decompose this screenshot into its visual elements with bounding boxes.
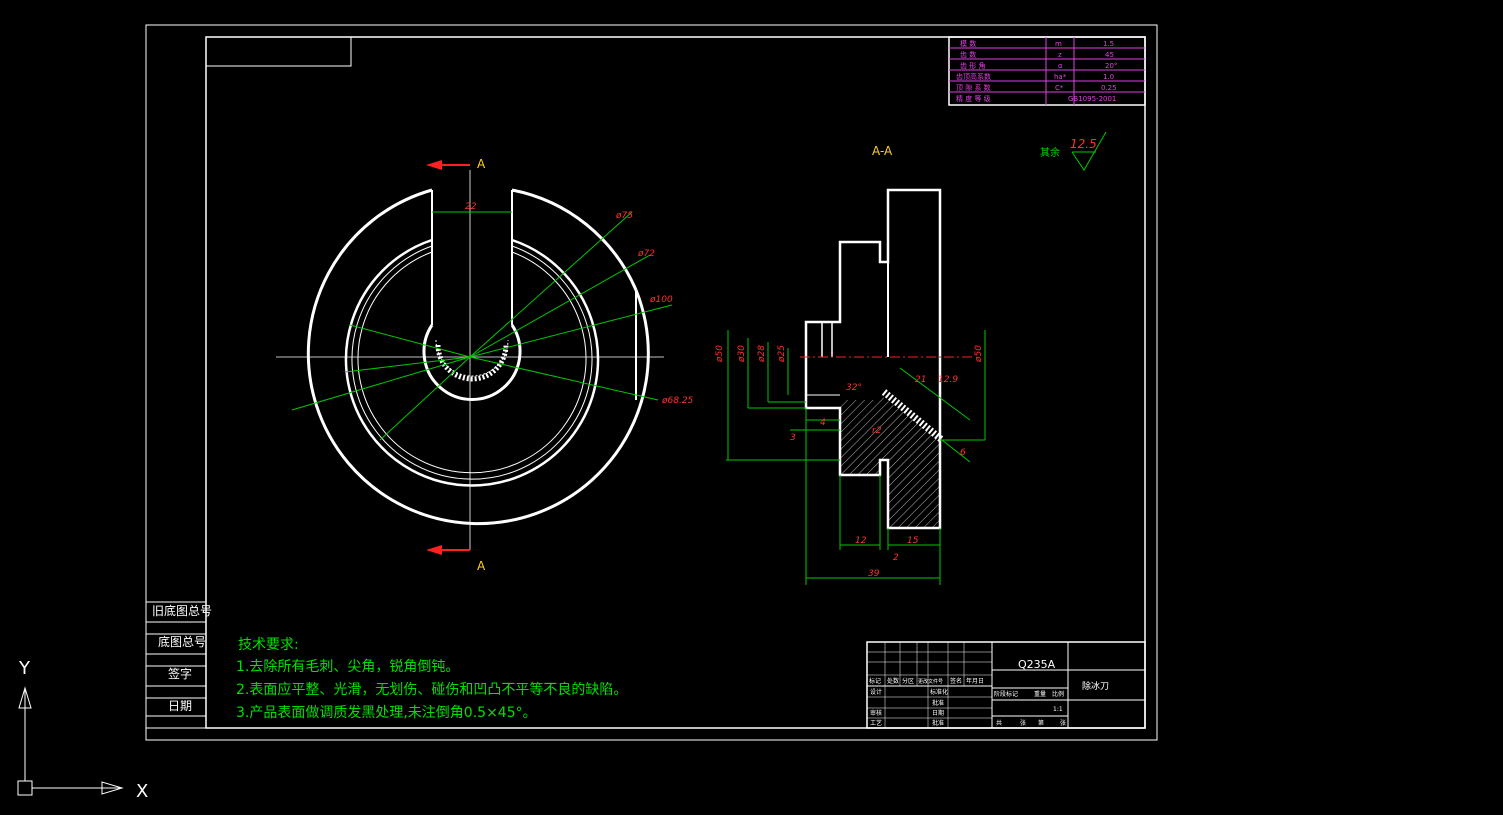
- param-name-2: 齿 形 角: [960, 61, 985, 70]
- section-mark-top: A: [477, 157, 486, 171]
- stamp-1: 底图总号: [158, 634, 206, 649]
- ucs-x: X: [136, 781, 148, 802]
- stamp-3: 日期: [168, 699, 192, 713]
- param-val-1: 45: [1105, 51, 1114, 59]
- roughness-symbol: 其余 12.5: [1040, 131, 1107, 171]
- param-sym-0: m: [1055, 40, 1062, 48]
- tb-row-1: 处数: [887, 677, 899, 685]
- dim-22: 22: [465, 202, 477, 212]
- tb-sheet-1: 张: [1020, 719, 1026, 727]
- tb-sheet-3: 张: [1060, 719, 1066, 727]
- tb-scale: 1:1: [1053, 706, 1063, 713]
- dim-6: 6: [960, 448, 966, 458]
- tb-left-0: 设计: [870, 688, 882, 696]
- dim-d28: ø28: [757, 345, 767, 363]
- dim-72: ø72: [637, 249, 655, 259]
- tb-row-5: 年月日: [966, 677, 984, 685]
- dim-2: 2: [893, 553, 899, 563]
- dim-d50-left: ø50: [715, 345, 725, 363]
- dim-d25: ø25: [777, 345, 787, 363]
- tech-item-3: 3.产品表面做调质发黑处理,未注倒角0.5×45°。: [236, 705, 537, 721]
- tb-mid-3: 批准: [932, 719, 944, 727]
- param-sym-2: α: [1058, 62, 1063, 70]
- left-stamps: 旧底图总号 底图总号 签字 日期: [145, 601, 212, 729]
- dim-angle: 32°: [846, 383, 862, 393]
- dim-100: ø100: [649, 295, 673, 305]
- dim-12-9: 12.9: [938, 375, 958, 385]
- ucs-icon: Y X: [17, 658, 148, 802]
- dim-4: 4: [820, 418, 826, 428]
- dim-12: 12: [855, 536, 867, 546]
- param-name-4: 顶 隙 系 数: [956, 83, 991, 92]
- tb-left-1: 审核: [870, 709, 882, 717]
- dim-d50-right: ø50: [974, 345, 984, 363]
- tb-sheet-2: 第: [1038, 719, 1044, 727]
- tb-mid-2: 日期: [932, 709, 944, 717]
- stamp-0: 旧底图总号: [152, 603, 212, 618]
- dim-15: 15: [907, 536, 919, 546]
- section-mark-bottom: A: [477, 559, 486, 573]
- tb-row-2: 分区: [902, 677, 914, 685]
- dim-3: 3: [790, 433, 796, 443]
- dim-r: r2: [872, 426, 882, 436]
- param-sym-4: C*: [1055, 84, 1064, 92]
- params-table: 模 数 m 1.5 齿 数 z 45 齿 形 角 α 20° 齿顶高系数 ha*…: [948, 36, 1146, 106]
- param-name-3: 齿顶高系数: [956, 72, 991, 81]
- param-val-2: 20°: [1105, 62, 1117, 70]
- tb-row-3: 更改文件号: [918, 678, 943, 685]
- outer-frame: [145, 24, 1158, 741]
- dim-39: 39: [868, 569, 880, 579]
- tech-requirements: 技术要求: 1.去除所有毛刺、尖角，锐角倒钝。 2.表面应平整、光滑，无划伤、碰…: [236, 637, 627, 721]
- material: Q235A: [1018, 658, 1056, 671]
- param-name-5: 精 度 等 级: [956, 94, 991, 103]
- dim-21: 21: [915, 375, 926, 385]
- dim-d30: ø30: [737, 345, 747, 363]
- roughness-label: 其余: [1040, 146, 1060, 159]
- front-view: 22 ø75 ø72 ø100 ø68.25 A A: [276, 157, 694, 573]
- tb-sheet-0: 共: [996, 719, 1002, 727]
- tb-mid-1: 批准: [932, 699, 944, 707]
- param-val-4: 0.25: [1101, 84, 1117, 92]
- tb-row-4: 签名: [950, 677, 962, 685]
- param-sym-1: z: [1058, 51, 1062, 59]
- tb-stage-2: 比例: [1052, 690, 1064, 698]
- param-sym-3: ha*: [1054, 73, 1067, 81]
- tb-row-0: 标记: [869, 677, 881, 685]
- tech-title: 技术要求:: [238, 637, 299, 653]
- ucs-y: Y: [18, 658, 31, 679]
- param-val-0: 1.5: [1103, 40, 1114, 48]
- dim-68: ø68.25: [661, 396, 694, 406]
- section-view: A-A: [715, 144, 986, 585]
- tech-item-2: 2.表面应平整、光滑，无划伤、碰伤和凹凸不平等不良的缺陷。: [236, 681, 627, 698]
- top-left-box: [205, 36, 352, 67]
- param-val-3: 1.0: [1103, 73, 1114, 81]
- roughness-value: 12.5: [1070, 137, 1097, 151]
- param-name-1: 齿 数: [960, 50, 976, 59]
- tb-stage-0: 阶段标记: [994, 690, 1018, 698]
- tech-item-1: 1.去除所有毛刺、尖角，锐角倒钝。: [236, 659, 459, 675]
- dim-75: ø75: [615, 211, 633, 221]
- part-name: 除冰刀: [1082, 680, 1109, 692]
- stamp-2: 签字: [168, 666, 192, 681]
- inner-frame: [205, 36, 1146, 729]
- tb-mid-0: 标准化: [930, 688, 948, 696]
- tb-left-2: 工艺: [870, 719, 882, 727]
- param-name-0: 模 数: [960, 39, 976, 48]
- tb-stage-1: 重量: [1034, 690, 1046, 698]
- title-block: Q235A 除冰刀 标记 处数 分区 更改文件号 签名 年月日 设计 审核 工艺…: [866, 641, 1146, 729]
- section-title: A-A: [872, 144, 893, 158]
- param-val-5: GB1095-2001: [1068, 95, 1116, 103]
